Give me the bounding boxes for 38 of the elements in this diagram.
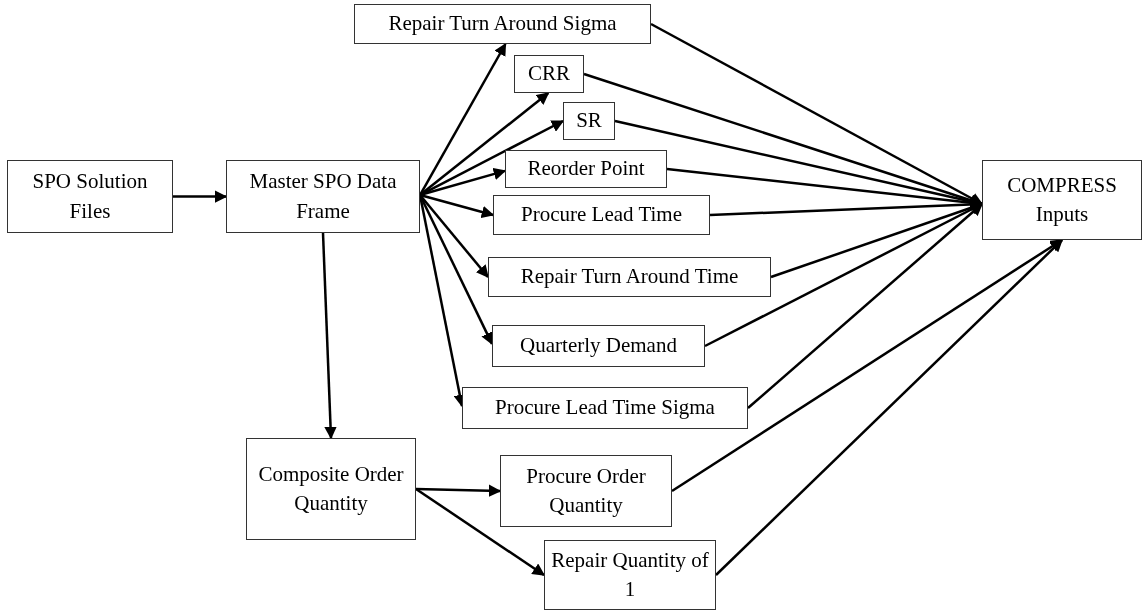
process-box (544, 540, 716, 610)
box-label: Repair Turn Around Time (520, 263, 739, 291)
arrow (415, 484, 502, 497)
box-label: Procure Lead Time Sigma (495, 394, 715, 422)
process-box (246, 438, 416, 540)
box-label: COMPRESS Inputs (1006, 171, 1118, 228)
arrow (173, 190, 228, 203)
process-box (354, 4, 651, 44)
process-box (514, 55, 584, 93)
arrow (419, 92, 550, 196)
arrow (418, 42, 507, 196)
process-box (462, 387, 748, 429)
box-label: CRR (528, 60, 570, 88)
box-label: Procure Order Quantity (525, 462, 647, 519)
process-box (500, 455, 672, 527)
arrow (747, 203, 983, 409)
box-label: Repair Turn Around Sigma (388, 10, 617, 38)
box-label: Procure Lead Time (521, 201, 682, 229)
process-box (226, 160, 420, 233)
process-box (493, 195, 710, 235)
box-label: Quarterly Demand (520, 332, 677, 360)
arrow (419, 194, 489, 278)
process-box (563, 102, 615, 140)
process-box (488, 257, 771, 297)
process-box (505, 150, 667, 188)
process-box (7, 160, 173, 233)
arrow (715, 239, 1063, 576)
box-label: Master SPO Data Frame (248, 168, 398, 225)
box-label: SPO Solution Files (31, 168, 149, 225)
box-label: Composite Order Quantity (257, 460, 405, 517)
box-label: Reorder Point (527, 155, 645, 183)
arrow (415, 487, 546, 577)
process-box (982, 160, 1142, 240)
arrow (419, 193, 495, 219)
arrow (321, 232, 337, 440)
box-label: SR (576, 107, 602, 135)
box-label: Repair Quantity of 1 (550, 546, 710, 603)
process-box (492, 325, 705, 367)
